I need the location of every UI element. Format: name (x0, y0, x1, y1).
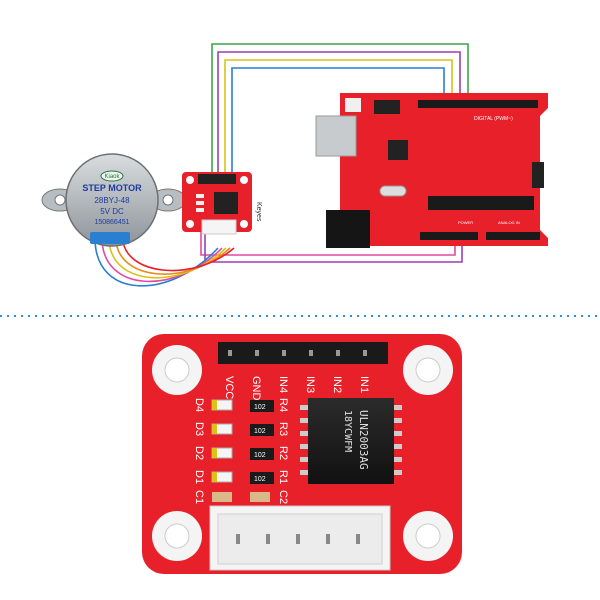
motor-wire-3 (108, 237, 227, 279)
motor-brand: Kiaok (104, 174, 120, 180)
mounting-holes (152, 345, 453, 561)
wire-yellow (224, 59, 453, 175)
leds (211, 399, 233, 483)
wire-purple (217, 51, 461, 175)
motor-connector (209, 505, 391, 571)
chip-marking-line2: 18YCWFM (342, 410, 353, 452)
led-label-d1: D1 (193, 470, 205, 484)
motor-voltage: 5V DC (100, 207, 124, 216)
wire-blue (231, 67, 445, 175)
motor-wire-4 (115, 237, 231, 275)
resistor-code-r3: 102 (254, 428, 266, 435)
stepper-motor: Kiaok STEP MOTOR 28BYJ-48 5V DC 15086645… (41, 153, 187, 247)
resistor-code-r4: 102 (254, 404, 266, 411)
cap-label-c1: C1 (193, 490, 205, 504)
led-label-d2: D2 (193, 446, 205, 460)
led-label-d3: D3 (193, 422, 205, 436)
pin-label-in1: IN1 (358, 376, 370, 393)
pin-label-gnd: GND (250, 376, 262, 401)
motor-title: STEP MOTOR (82, 183, 142, 193)
digital-label: DIGITAL (PWM~) (474, 116, 513, 122)
resistor-label-r4: R4 (277, 398, 289, 412)
pin-label-in3: IN3 (304, 376, 316, 393)
motor-model: 28BYJ-48 (94, 196, 130, 205)
capacitors (212, 492, 270, 502)
pin-label-in2: IN2 (331, 376, 343, 393)
led-label-d4: D4 (193, 398, 205, 412)
small-driver-module: Keyes (182, 172, 262, 235)
resistor-label-r2: R2 (277, 446, 289, 460)
motor-wire-2 (101, 237, 223, 283)
cap-label-c2: C2 (277, 490, 289, 504)
wire-green (211, 43, 469, 175)
analog-label: ANALOG IN (498, 220, 520, 225)
resistor-label-r1: R1 (277, 470, 289, 484)
arduino-board: DIGITAL (PWM~) POWER ANALOG IN (315, 93, 548, 248)
resistors (250, 400, 274, 484)
pin-label-in4: IN4 (277, 376, 289, 393)
pin-header (218, 342, 388, 364)
resistor-label-r3: R3 (277, 422, 289, 436)
resistor-code-r2: 102 (254, 452, 266, 459)
resistor-code-r1: 102 (254, 476, 266, 483)
motor-wire-1 (94, 237, 219, 287)
motor-serial: 150866451 (94, 219, 129, 226)
driver-board: VCC GND IN4 IN3 IN2 IN1 D4 D3 D2 D1 (142, 334, 462, 574)
chip-marking-line1: ULN2003AG (357, 410, 370, 470)
uln2003-chip: ULN2003AG 18YCWFM (300, 398, 402, 484)
keyes-label: Keyes (255, 202, 262, 222)
motor-wire-5 (122, 237, 235, 272)
power-label: POWER (458, 220, 473, 225)
pin-label-vcc: VCC (223, 376, 235, 399)
